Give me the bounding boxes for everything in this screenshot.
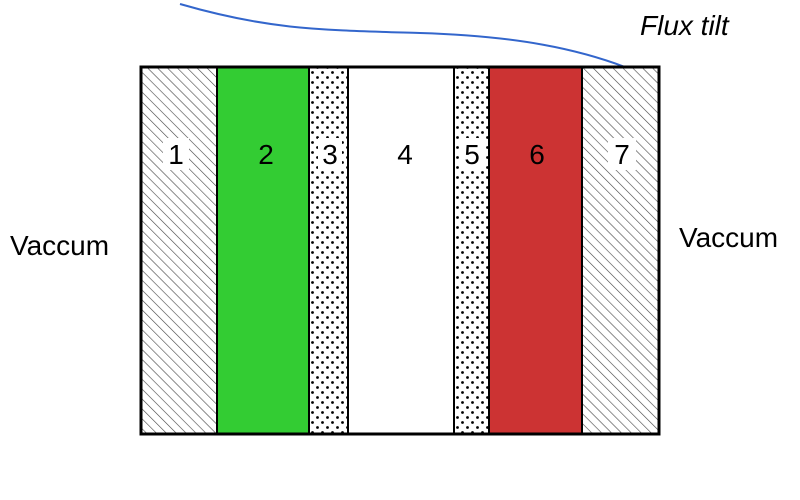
left-boundary-label: Vaccum	[10, 230, 109, 261]
region-1	[141, 67, 217, 434]
region-5	[454, 67, 489, 434]
region-4-label: 4	[397, 139, 413, 170]
region-3	[309, 67, 348, 434]
label-bg-1	[163, 138, 189, 170]
slab-outline	[139, 65, 661, 436]
region-2	[217, 67, 309, 434]
region-1-label: 1	[168, 139, 184, 170]
label-bg-3	[318, 138, 342, 170]
flux-tilt-label: Flux tilt	[640, 10, 730, 41]
region-6	[489, 67, 582, 434]
region-6-label: 6	[529, 139, 545, 170]
label-bg-7	[608, 138, 636, 170]
label-bg-5	[460, 138, 484, 170]
right-boundary-label: Vaccum	[679, 222, 778, 253]
region-4	[348, 67, 454, 434]
region-2-label: 2	[258, 139, 274, 170]
region-dividers	[216, 67, 583, 434]
region-7-label: 7	[614, 139, 630, 170]
flux-tilt-curve	[179, 3, 626, 68]
region-7	[582, 67, 659, 434]
region-5-label: 5	[464, 139, 480, 170]
region-3-label: 3	[322, 139, 338, 170]
